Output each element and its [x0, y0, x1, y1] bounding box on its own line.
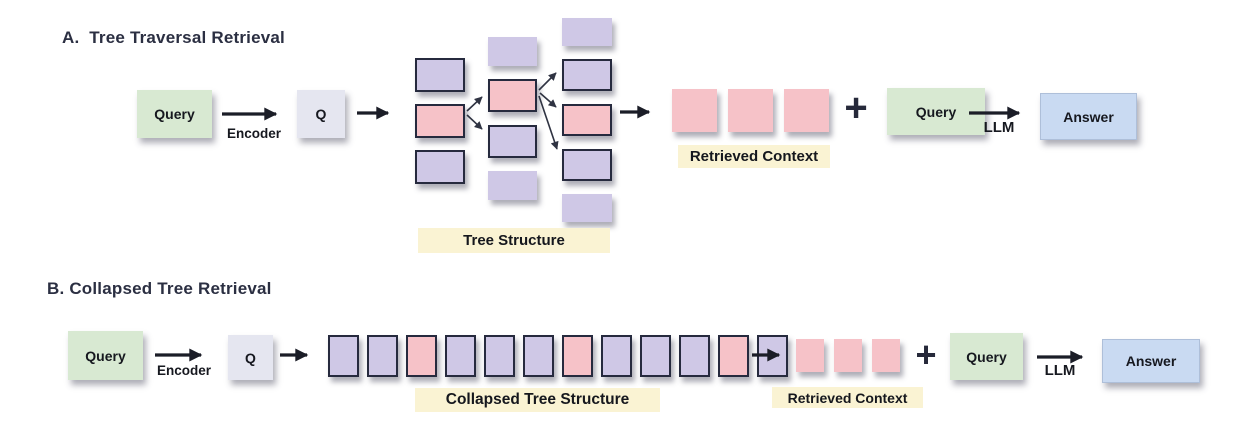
- llm-label-b: LLM: [1044, 362, 1076, 379]
- pink-chunk-node: [834, 339, 862, 372]
- pink-chunk-node: [406, 335, 437, 377]
- retrieved-context-caption-a: Retrieved Context: [678, 145, 830, 168]
- section-a-heading: A. Tree Traversal Retrieval: [62, 28, 285, 47]
- tree-structure-caption: Tree Structure: [418, 228, 610, 253]
- purple-chunk-node: [562, 59, 612, 91]
- query-label-b2: Query: [966, 348, 1007, 365]
- purple-chunk-node: [328, 335, 359, 377]
- purple-chunk-node: [367, 335, 398, 377]
- pink-chunk-node: [488, 79, 537, 112]
- purple-chunk-node: [523, 335, 554, 377]
- purple-chunk-node: [562, 149, 612, 181]
- query-embedding-box-b: Q: [228, 335, 273, 380]
- encoder-label-b: Encoder: [156, 363, 211, 378]
- purple-chunk-node: [562, 194, 612, 222]
- retrieved-context-chunks-a: [672, 89, 829, 132]
- tree-layer-1: [415, 58, 465, 184]
- query-label-b: Query: [85, 347, 126, 364]
- pink-chunk-node: [728, 89, 773, 132]
- plus-sign-b: +: [915, 334, 937, 375]
- query-box-a: Query: [137, 90, 212, 138]
- query-box-b2: Query: [950, 333, 1023, 380]
- traversal-arrow-4: [539, 92, 557, 108]
- answer-box-a: Answer: [1040, 93, 1137, 140]
- pink-chunk-node: [562, 104, 612, 136]
- purple-chunk-node: [601, 335, 632, 377]
- collapsed-tree-row: [328, 335, 788, 377]
- retrieved-context-chunks-b: [796, 339, 900, 372]
- answer-label-b: Answer: [1125, 353, 1177, 369]
- query-box-b: Query: [68, 331, 143, 380]
- answer-box-b: Answer: [1102, 339, 1200, 383]
- traversal-arrow-2: [466, 114, 483, 130]
- pink-chunk-node: [415, 104, 465, 138]
- purple-chunk-node: [640, 335, 671, 377]
- query-label-a: Query: [154, 106, 195, 122]
- purple-chunk-node: [488, 171, 537, 200]
- tree-layer-2: [488, 37, 537, 200]
- purple-chunk-node: [562, 18, 612, 46]
- pink-chunk-node: [718, 335, 749, 377]
- collapsed-tree-caption: Collapsed Tree Structure: [415, 388, 660, 412]
- tree-layer-3: [562, 18, 612, 222]
- embedding-label-b: Q: [245, 349, 256, 366]
- plus-sign-a: +: [844, 86, 868, 130]
- llm-label-a: LLM: [983, 119, 1015, 136]
- purple-chunk-node: [679, 335, 710, 377]
- query-box-a2: Query: [887, 88, 985, 135]
- pink-chunk-node: [562, 335, 593, 377]
- pink-chunk-node: [784, 89, 829, 132]
- pink-chunk-node: [672, 89, 717, 132]
- encoder-label-a: Encoder: [226, 126, 281, 141]
- traversal-arrow-3: [538, 72, 557, 91]
- section-b-heading: B. Collapsed Tree Retrieval: [47, 279, 272, 298]
- retrieved-context-caption-b: Retrieved Context: [772, 387, 923, 408]
- pink-chunk-node: [796, 339, 824, 372]
- purple-chunk-node: [415, 150, 465, 184]
- purple-chunk-node: [415, 58, 465, 92]
- purple-chunk-node: [484, 335, 515, 377]
- purple-chunk-node: [488, 125, 537, 158]
- purple-chunk-node: [445, 335, 476, 377]
- embedding-label-a: Q: [315, 106, 327, 122]
- query-label-a2: Query: [915, 103, 957, 120]
- answer-label-a: Answer: [1063, 108, 1114, 125]
- purple-chunk-node: [757, 335, 788, 377]
- traversal-arrow-5: [538, 95, 559, 150]
- traversal-arrow-1: [466, 96, 483, 112]
- purple-chunk-node: [488, 37, 537, 66]
- pink-chunk-node: [872, 339, 900, 372]
- query-embedding-box-a: Q: [297, 90, 345, 138]
